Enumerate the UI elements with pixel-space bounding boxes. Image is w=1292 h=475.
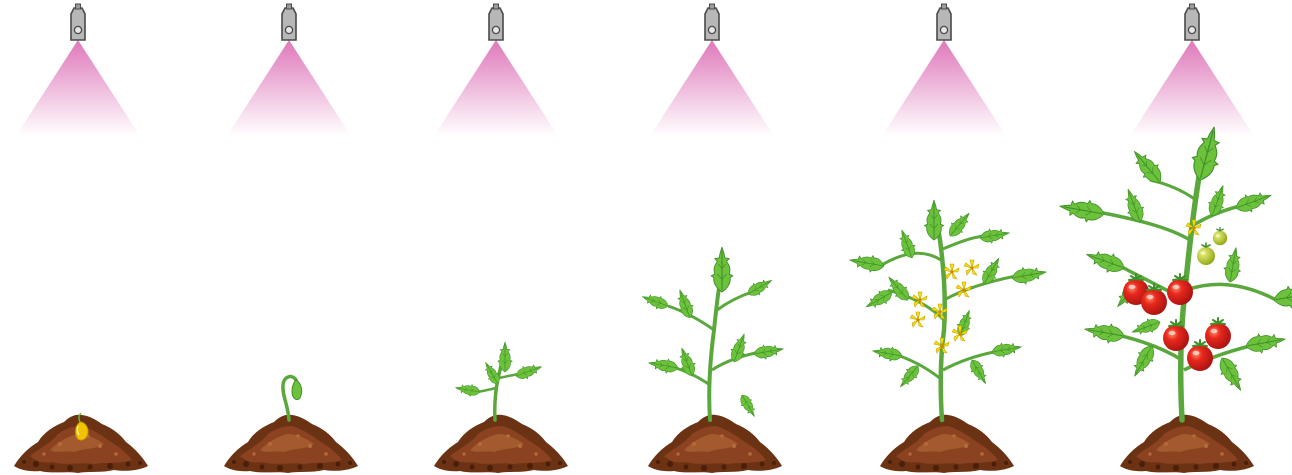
stage-seed <box>14 4 148 473</box>
leaf-icon <box>1058 196 1106 225</box>
grow-lamp-icon <box>489 4 503 40</box>
grow-lamp-icon <box>937 4 951 40</box>
stage-seedling <box>434 4 568 473</box>
leaf-icon <box>1083 320 1126 346</box>
leaf-icon <box>675 345 699 378</box>
flower-icon <box>964 260 979 275</box>
leaf-icon <box>454 382 481 398</box>
light-beam-icon <box>882 40 1006 136</box>
tomato-icon <box>1205 318 1231 349</box>
tomato-icon <box>1213 228 1227 246</box>
soil-mound-icon <box>434 415 568 473</box>
light-beam-icon <box>650 40 774 136</box>
leaf-icon <box>640 290 670 312</box>
leaf-icon <box>647 356 679 375</box>
stage-fruiting-plant <box>1058 4 1292 473</box>
tomato-icon <box>1163 320 1189 351</box>
stage-sprout <box>224 4 358 473</box>
soil-mound-icon <box>648 415 782 473</box>
leaf-icon <box>745 275 775 300</box>
leaf-icon <box>514 360 544 382</box>
leaf-icon <box>944 208 974 240</box>
light-beam-icon <box>1130 40 1254 136</box>
tomato-icon <box>1197 243 1215 265</box>
leaf-icon <box>1129 315 1162 339</box>
grow-lamp-icon <box>71 4 85 40</box>
light-beam-icon <box>227 40 351 136</box>
leaf-icon <box>966 357 991 387</box>
sprout-icon <box>283 377 302 420</box>
flower-icon <box>910 312 925 327</box>
stage-flowering-plant <box>848 4 1048 473</box>
leaf-icon <box>1244 330 1287 356</box>
grow-lamp-icon <box>1185 4 1199 40</box>
leaf-icon <box>848 252 885 275</box>
leaf-icon <box>871 344 903 363</box>
leaf-icon <box>1083 245 1127 277</box>
light-beam-icon <box>434 40 558 136</box>
leaf-icon <box>737 392 760 420</box>
leaf-icon <box>1272 282 1292 311</box>
leaf-icon <box>1011 264 1048 287</box>
leaf-icon <box>1205 183 1231 219</box>
leaf-icon <box>753 342 785 361</box>
leaf-icon <box>991 340 1023 359</box>
grow-lamp-icon <box>282 4 296 40</box>
leaf-icon <box>979 226 1011 245</box>
light-beam-icon <box>16 40 140 136</box>
grow-lamp-icon <box>705 4 719 40</box>
flowering-plant-icon <box>848 200 1048 420</box>
leaf-icon <box>711 247 733 292</box>
stage-young-plant <box>640 4 785 473</box>
soil-mound-icon <box>1120 415 1254 473</box>
tomato-icon <box>1167 274 1193 305</box>
leaf-icon <box>1214 354 1248 395</box>
soil-mound-icon <box>880 415 1014 473</box>
leaf-icon <box>1222 246 1245 283</box>
seedling-icon <box>454 342 544 420</box>
leaf-icon <box>1233 187 1274 217</box>
fruiting-plant-icon <box>1058 123 1292 420</box>
young-plant-icon <box>640 247 785 420</box>
soil-mound-icon <box>224 415 358 473</box>
flower-icon <box>944 264 959 279</box>
flower-icon <box>956 282 971 297</box>
